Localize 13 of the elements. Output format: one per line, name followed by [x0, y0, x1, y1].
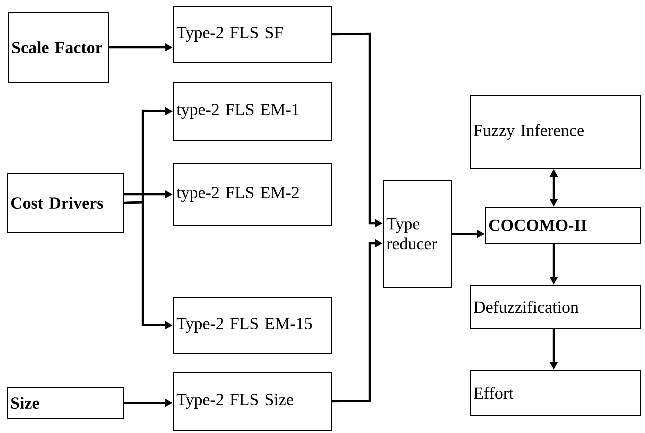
input-box: Cost Drivers	[7, 172, 124, 234]
process-box: Type-2 FLS Size	[173, 372, 332, 432]
process-box: Type-2 FLS EM-15	[173, 296, 332, 354]
process-box: type-2 FLS EM-2	[173, 162, 332, 226]
process-box: Type reducer	[383, 180, 452, 288]
process-box: Effort	[470, 370, 642, 416]
process-box: type-2 FLS EM-1	[173, 82, 332, 142]
process-box: Fuzzy Inference	[470, 94, 642, 170]
process-box: Defuzzification	[470, 284, 642, 330]
input-box: Scale Factor	[8, 12, 110, 84]
input-box: Size	[7, 386, 124, 420]
process-box: COCOMO-II	[485, 206, 642, 244]
process-box: Type-2 FLS SF	[173, 6, 332, 64]
